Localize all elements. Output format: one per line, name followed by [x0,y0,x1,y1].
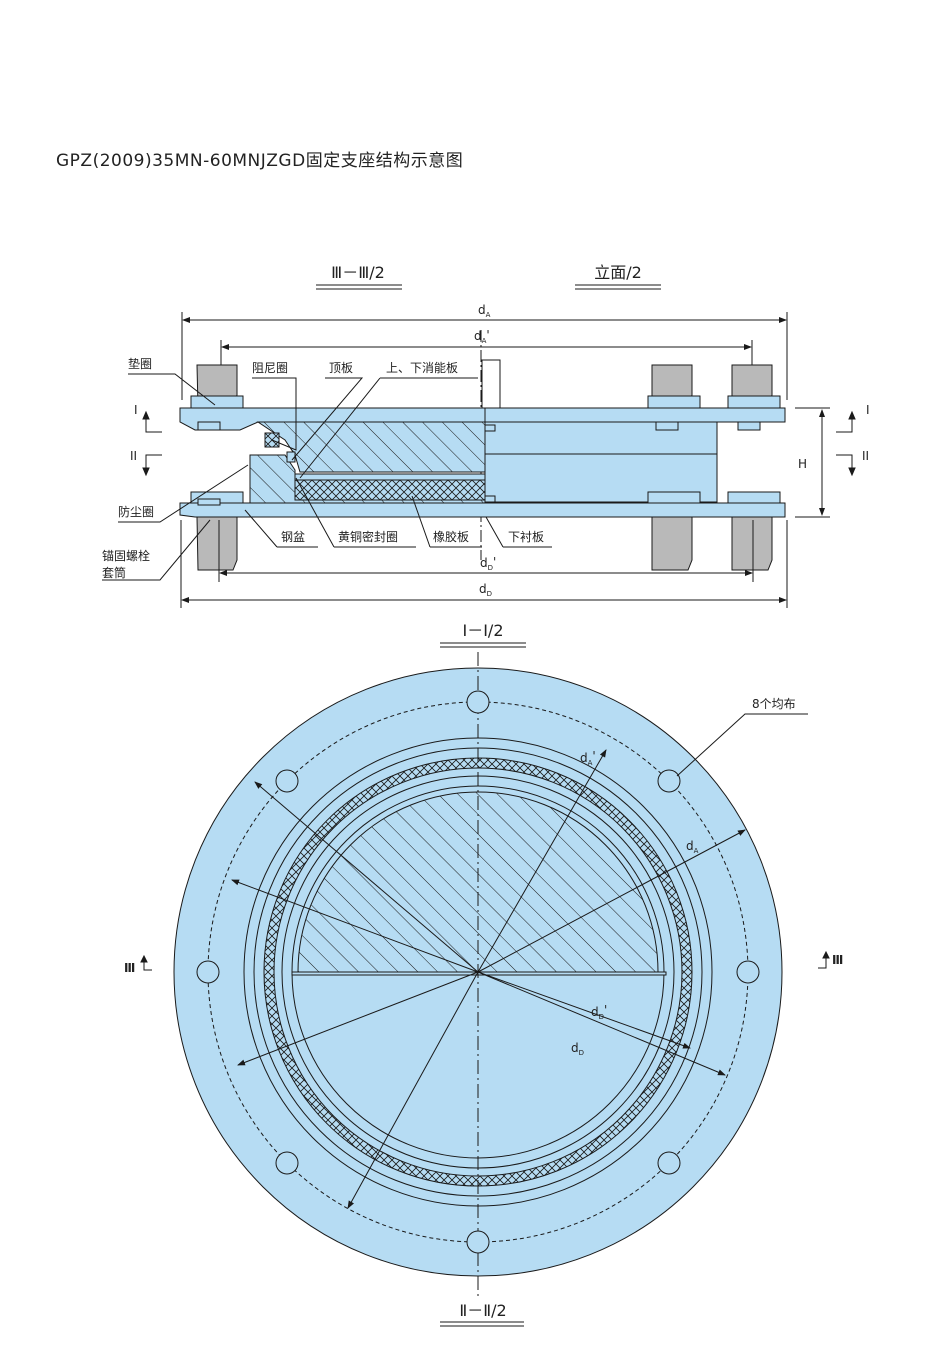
label-damping-ring: 阻尼圈 [252,361,288,375]
dim-dA-prime-sub: A [482,337,487,345]
svg-text:dA': dA' [474,328,490,345]
bolt-note: 8个均布 [752,697,796,711]
plan-dim-dD-sub: D [579,1049,584,1057]
plan-title-top: I－I/2 [462,621,503,640]
dim-dD-prime-sub: D [488,564,493,572]
svg-text:dD: dD [479,582,492,598]
svg-text:dA: dA [686,839,699,855]
label-anchor-bolt: 锚固螺栓 [102,548,150,563]
dim-dA-prime: d [474,329,482,343]
mark-I-right: I [866,403,870,417]
svg-text:dD: dD [571,1041,584,1057]
plan-dim-dA-sub: A [694,847,699,855]
svg-text:dD': dD' [480,555,496,572]
label-rubber-plate: 橡胶板 [433,529,469,544]
plan-view: I－I/2 dA' [124,621,843,1327]
plan-dim-dD-prime-sub: D [599,1013,604,1021]
mark-II-right: II [862,449,869,463]
plan-dim-dD: d [571,1041,579,1055]
dim-dA-prime-mark: ' [486,328,489,342]
dim-dD-prime-mark: ' [493,555,496,569]
plan-dim-dD-prime-mark: ' [604,1003,607,1017]
svg-text:dD': dD' [591,1003,607,1021]
svg-text:dA': dA' [580,749,596,767]
section-elevation: Ⅲ－Ⅲ/2 立面/2 dA dA' [102,263,870,608]
label-dust-ring: 防尘圈 [118,504,154,519]
plan-dim-dA-prime-mark: ' [592,749,595,763]
svg-text:dA: dA [478,303,491,319]
section-title-right: 立面/2 [594,263,642,282]
dim-dD: d [479,582,487,596]
dim-dA: d [478,303,486,317]
dim-dD-sub: D [487,590,492,598]
mark-II-left: II [130,449,137,463]
label-energy-plate: 上、下消能板 [386,361,458,375]
label-brass-seal: 黄铜密封圈 [338,529,398,544]
label-sleeve: 套筒 [102,565,126,580]
mark-I-left: I [134,403,138,417]
plan-dim-dA: d [686,839,694,853]
dim-dA-sub: A [486,311,491,319]
plan-mark-III-right: Ⅲ [832,953,843,967]
label-lower-liner: 下衬板 [508,530,544,544]
plan-dim-dD-prime: d [591,1005,599,1019]
dim-H: H [798,457,807,471]
label-top-plate: 顶板 [329,361,353,375]
plan-dim-dA-prime: d [580,751,588,765]
label-washer: 垫圈 [128,356,152,371]
section-title-left: Ⅲ－Ⅲ/2 [331,263,385,282]
dim-dD-prime: d [480,556,488,570]
label-steel-pot: 钢盆 [281,530,305,544]
page-title: GPZ(2009)35MN-60MNJZGD固定支座结构示意图 [56,151,464,171]
plan-title-bottom: Ⅱ－Ⅱ/2 [459,1301,506,1320]
plan-dim-dA-prime-sub: A [588,759,593,767]
plan-mark-III-left: Ⅲ [124,961,135,975]
